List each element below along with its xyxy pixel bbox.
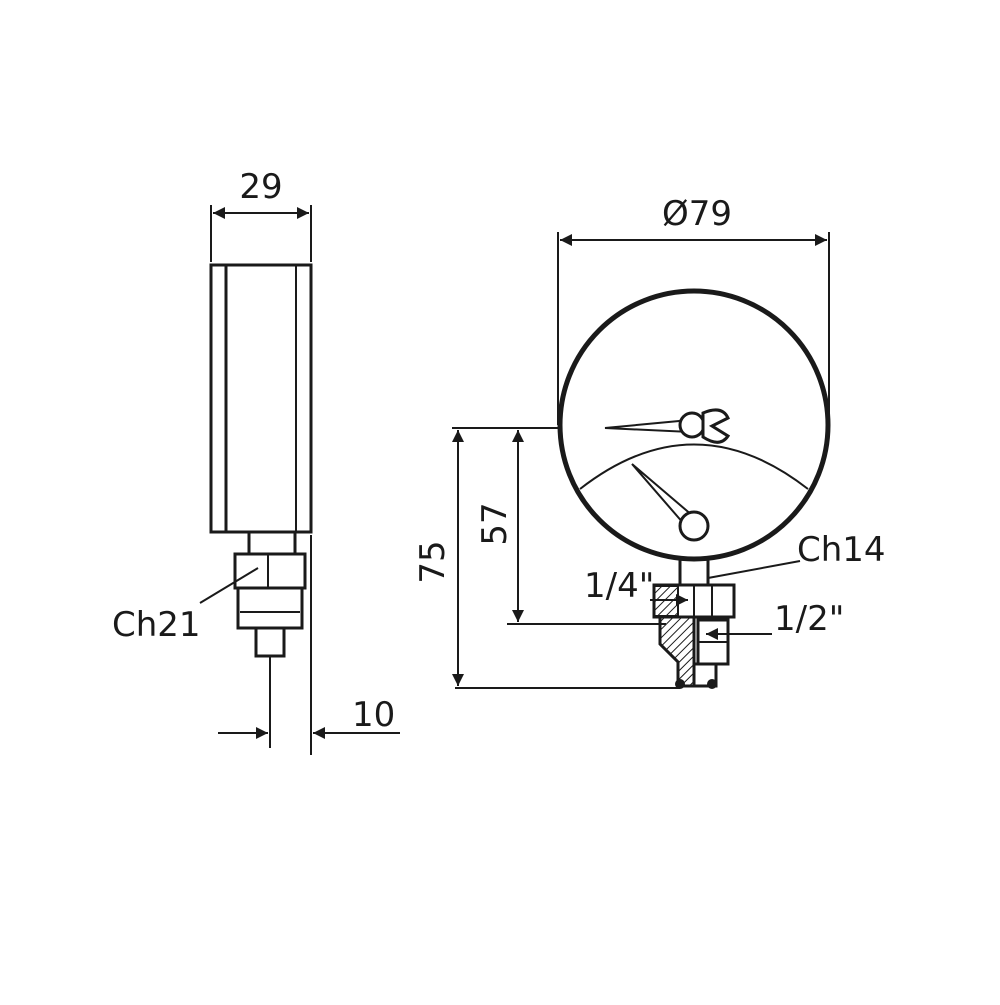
ch21-leader bbox=[199, 567, 259, 604]
connector-tip bbox=[254, 626, 286, 658]
thread-quarter-label: 1/4" bbox=[584, 566, 654, 606]
ch14-leader bbox=[707, 560, 801, 579]
height-label: 75 bbox=[413, 540, 453, 583]
wrench-size-label-side: Ch21 bbox=[112, 605, 201, 645]
wrench-size-label-front: Ch14 bbox=[797, 530, 886, 570]
dial-arc bbox=[579, 443, 809, 490]
upper-pointer bbox=[604, 408, 731, 444]
width-label: 29 bbox=[239, 167, 282, 207]
neck bbox=[247, 530, 297, 556]
thread-half-label: 1/2" bbox=[774, 599, 844, 639]
lower-pointer bbox=[631, 463, 710, 542]
offset-label: 10 bbox=[352, 695, 395, 735]
front-view: Ø79 75 57 Ch14 1/4" 1/2" bbox=[413, 194, 886, 689]
inner-height-label: 57 bbox=[475, 502, 515, 545]
hex-nut bbox=[233, 552, 307, 590]
diameter-label: Ø79 bbox=[662, 194, 732, 234]
sectioned-thread bbox=[658, 615, 696, 688]
thread-body bbox=[236, 586, 304, 630]
side-view: 29 Ch21 10 bbox=[112, 167, 400, 755]
front-connector bbox=[652, 559, 736, 689]
